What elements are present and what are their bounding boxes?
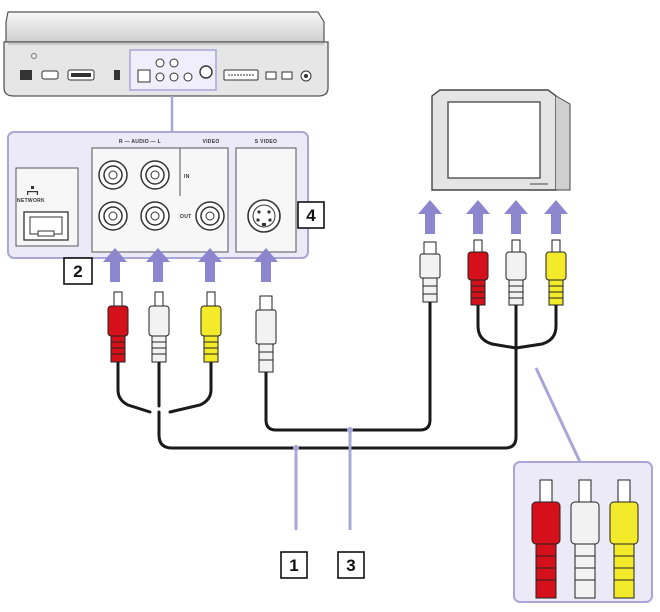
rca-plug-red-left: [107, 291, 129, 363]
callout-4-label: 4: [306, 206, 316, 225]
leader-lines: [294, 367, 582, 530]
callout-3-label: 3: [346, 556, 355, 575]
callout-1-label: 1: [289, 556, 298, 575]
audio-label: R — AUDIO — L: [119, 139, 161, 145]
cables: [116, 298, 558, 450]
callout-4: 4: [297, 201, 325, 229]
video-out-jack: [195, 201, 225, 231]
video-label: VIDEO: [202, 139, 219, 145]
svideo-plug-left: [255, 295, 277, 373]
rca-plug-yellow-tv: [545, 239, 567, 306]
network-label: NETWORK: [17, 198, 45, 204]
rca-plug-white-tv: [505, 239, 527, 306]
network-icon: [27, 186, 38, 195]
rca-plug-white-left: [148, 291, 170, 363]
svideo-plug-tv: [419, 241, 441, 303]
arrow-up-icon: [418, 200, 442, 234]
rca-plug-yellow-left: [200, 291, 222, 363]
callout-3: 3: [337, 551, 365, 579]
arrow-up-icon: [466, 200, 490, 234]
callout-2: 2: [63, 257, 93, 285]
arrow-up-icon: [504, 200, 528, 234]
callout-1: 1: [280, 551, 308, 579]
audio-in-left-jack: [140, 160, 170, 190]
port-panel: NETWORK R — AUDIO — L VIDEO S VIDEO IN O…: [7, 131, 309, 259]
audio-in-right-jack: [98, 160, 128, 190]
out-label: OUT: [180, 214, 191, 220]
svideo-label: S VIDEO: [255, 139, 277, 145]
in-label: IN: [184, 174, 190, 180]
laptop-rear-icon: [3, 11, 329, 97]
rca-plug-red-tv: [467, 239, 489, 306]
audio-out-left-jack: [140, 201, 170, 231]
rca-plug-inset: [513, 461, 653, 603]
audio-out-right-jack: [98, 201, 128, 231]
svideo-jack: [247, 199, 281, 233]
callout-2-label: 2: [73, 262, 82, 281]
tv-monitor-icon: [431, 89, 571, 191]
arrow-up-icon: [544, 200, 568, 234]
